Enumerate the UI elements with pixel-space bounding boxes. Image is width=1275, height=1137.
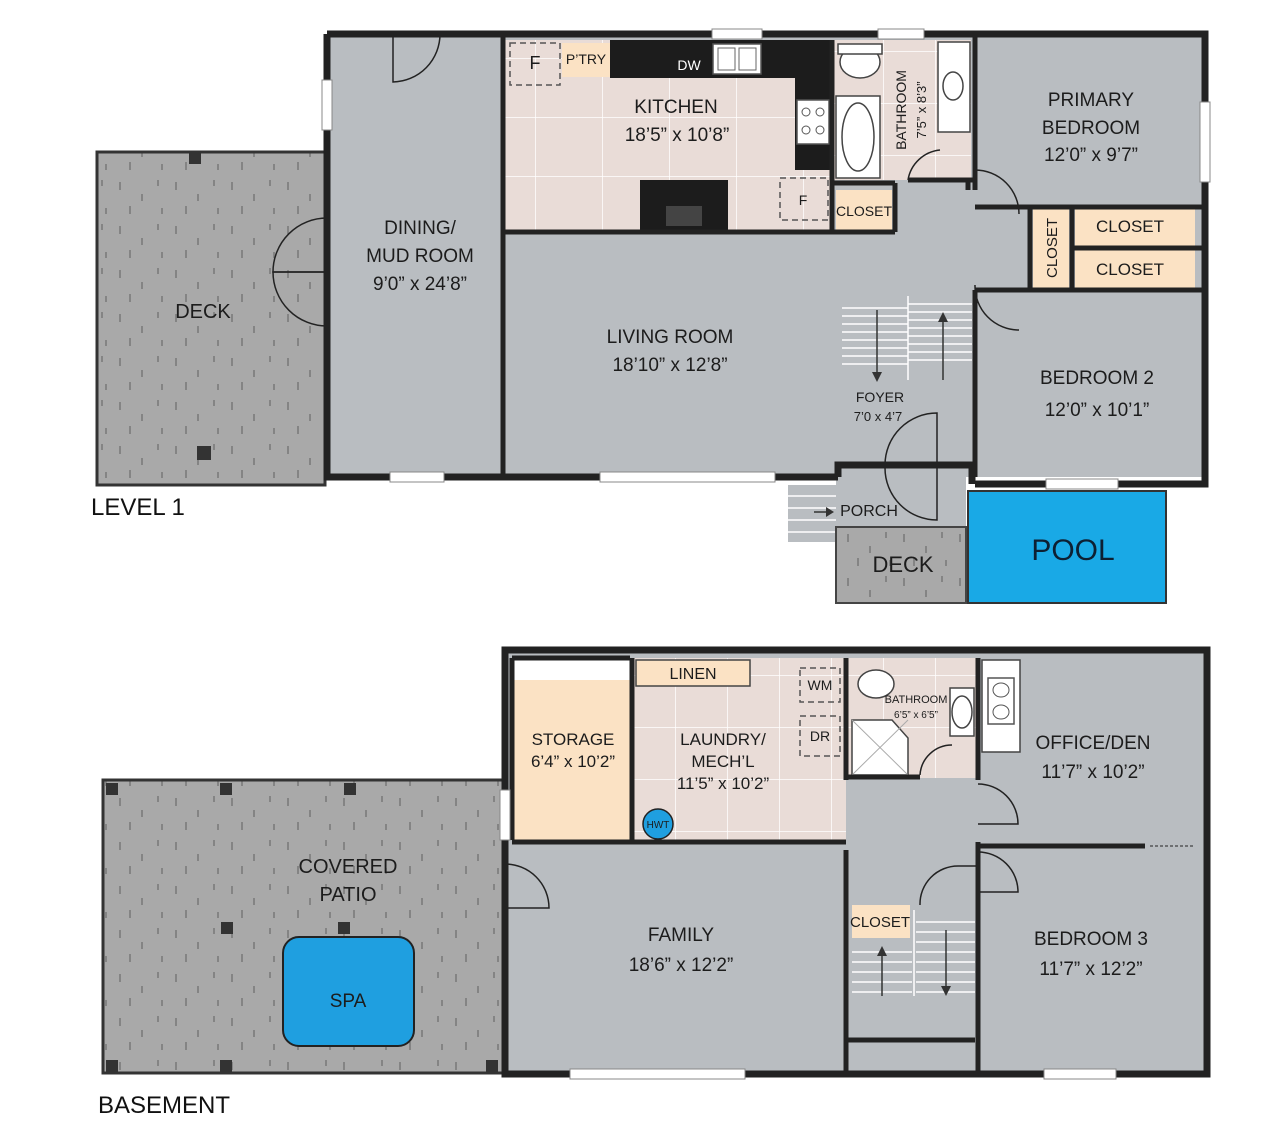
storage-label: STORAGE <box>532 730 615 749</box>
laundry-label-line1: LAUNDRY/ <box>680 730 766 749</box>
laundry-label-line2: MECH’L <box>691 752 754 771</box>
deck-small <box>835 526 967 604</box>
bedroom2-label: BEDROOM 2 <box>1040 368 1154 389</box>
basement-toilet-icon <box>857 669 895 699</box>
linen-label: LINEN <box>669 666 716 683</box>
pantry-box <box>562 43 610 77</box>
dryer-label: DR <box>810 728 830 744</box>
deck-left <box>95 150 327 487</box>
closet-kitchen-label: CLOSET <box>836 203 892 219</box>
fridge-label: F <box>530 53 541 73</box>
closet-basement-label: CLOSET <box>850 914 910 931</box>
basement-bathroom-dimensions: 6’5” x 6’5” <box>894 710 938 721</box>
closet-upper-label: CLOSET <box>1096 217 1164 236</box>
kitchen-dimensions: 18’5” x 10’8” <box>625 125 730 146</box>
freezer-box <box>779 177 829 221</box>
primary-bedroom-dimensions: 12’0” x 9’7” <box>1044 145 1138 166</box>
foyer-dimensions: 7’0 x 4’7 <box>854 409 902 424</box>
pool <box>967 490 1167 604</box>
porch-floor <box>836 470 966 528</box>
family-label: FAMILY <box>648 925 714 946</box>
linen-box <box>635 659 751 687</box>
level-1: DECK DINING/ MUD ROOM 9’0” x 24’8” F P’T… <box>91 28 1211 604</box>
dining-dimensions: 9’0” x 24’8” <box>373 274 467 295</box>
office-dimensions: 11’7” x 10’2” <box>1041 762 1144 783</box>
foyer-label: FOYER <box>856 389 904 405</box>
closet-kitchen-box <box>836 190 892 230</box>
family-dimensions: 18’6” x 12’2” <box>629 955 734 976</box>
patio-label-line1: COVERED <box>299 856 398 878</box>
patio-label-line2: PATIO <box>319 884 376 906</box>
porch-label: PORCH <box>840 503 898 520</box>
fridge-box <box>509 42 561 86</box>
living-room-dimensions: 18’10” x 12’8” <box>612 355 727 376</box>
storage-dimensions: 6’4” x 10’2” <box>531 752 615 771</box>
stairs-level1 <box>842 296 972 380</box>
deck-small-label: DECK <box>872 552 933 577</box>
dryer-box <box>799 715 841 757</box>
laundry-dimensions: 11’5” x 10’2” <box>677 774 770 793</box>
primary-bedroom-label-line1: PRIMARY <box>1048 90 1135 111</box>
washer-label: WM <box>808 677 833 693</box>
storage-floor <box>512 680 630 840</box>
water-heater-label: HWT <box>647 820 670 831</box>
washer-box <box>799 667 841 703</box>
bedroom2-dimensions: 12’0” x 10’1” <box>1045 400 1150 421</box>
basement-bathroom-label: BATHROOM <box>885 694 948 706</box>
bedroom3-label: BEDROOM 3 <box>1034 929 1148 950</box>
bedroom3-dimensions: 11’7” x 12’2” <box>1039 959 1142 980</box>
office-label: OFFICE/DEN <box>1035 733 1150 754</box>
pantry-label: P’TRY <box>566 51 607 67</box>
closet-vertical-label: CLOSET <box>1044 218 1061 278</box>
level1-floor-label: LEVEL 1 <box>91 494 185 521</box>
dining-label-line2: MUD ROOM <box>366 246 474 267</box>
pool-label: POOL <box>1031 534 1114 567</box>
kitchen-label: KITCHEN <box>634 97 717 118</box>
primary-bedroom-label-line2: BEDROOM <box>1042 118 1140 139</box>
dishwasher-label: DW <box>677 57 701 73</box>
living-room-label: LIVING ROOM <box>607 327 734 348</box>
closet-vertical-box <box>1033 207 1069 289</box>
laundry-floor <box>632 658 846 840</box>
deck-label: DECK <box>175 301 231 323</box>
bathroom-label: BATHROOM <box>893 70 909 150</box>
closet-lower-box <box>1075 250 1195 289</box>
water-heater-icon <box>642 808 674 840</box>
dining-label-line1: DINING/ <box>384 218 457 239</box>
basement: LINEN WM DR STORAGE 6’4” x 10’2” LAUNDRY… <box>98 646 1211 1119</box>
closet-lower-label: CLOSET <box>1096 260 1164 279</box>
basement-sink-icon <box>951 695 973 729</box>
basement-floor-label: BASEMENT <box>98 1092 230 1119</box>
closet-upper-box <box>1075 207 1195 246</box>
closet-basement-box <box>852 905 910 938</box>
basement-walls <box>501 646 1211 1078</box>
freezer-label: F <box>799 192 808 208</box>
bathroom-dimensions: 7’5” x 8’3” <box>914 81 929 138</box>
storage-top-white <box>512 658 630 680</box>
bathtub-icon <box>835 95 881 179</box>
spa-label: SPA <box>330 991 367 1012</box>
spa <box>282 936 415 1047</box>
stove-icon <box>796 99 830 145</box>
